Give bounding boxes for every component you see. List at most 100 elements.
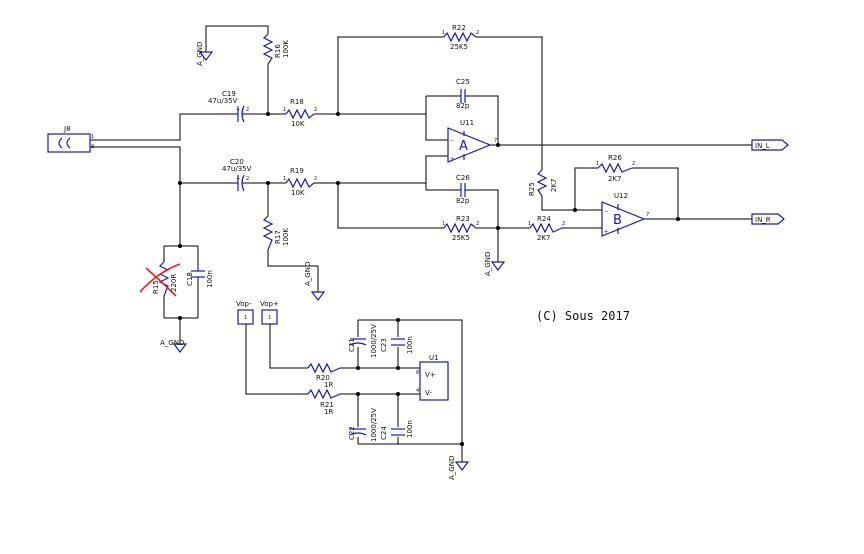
port-in-l xyxy=(751,139,789,151)
c18-label: C18 xyxy=(186,272,194,286)
u1-block xyxy=(419,361,449,401)
c23-symbol xyxy=(391,338,405,346)
r23-symbol xyxy=(443,222,477,234)
c19-label: C19 xyxy=(222,90,236,98)
r19-value: 10K xyxy=(291,189,305,197)
opamp-u11 xyxy=(447,127,492,163)
wires xyxy=(90,25,752,462)
svg-text:2: 2 xyxy=(562,221,565,227)
r23-value: 25K5 xyxy=(452,234,470,242)
agnd4-label: A_GND xyxy=(160,339,184,347)
c20-symbol xyxy=(232,174,248,192)
r20-label: R20 xyxy=(316,374,330,382)
c18-symbol xyxy=(191,268,205,282)
u12-label: U12 xyxy=(614,192,628,200)
svg-text:2: 2 xyxy=(632,161,635,167)
r23-label: R23 xyxy=(456,215,470,223)
opamp-b-label: B xyxy=(613,213,622,228)
c24-value: 100n xyxy=(406,420,414,438)
connector-j8 xyxy=(47,133,91,153)
r16-symbol xyxy=(262,33,274,65)
r24-symbol xyxy=(529,222,563,234)
c19-symbol xyxy=(232,105,248,123)
svg-text:+: + xyxy=(236,176,240,182)
svg-text:1: 1 xyxy=(283,107,286,113)
r18-value: 10K xyxy=(291,120,305,128)
r15-label: R15 xyxy=(152,280,160,294)
agnd1-label: A_GND xyxy=(196,42,204,66)
u11-label: U11 xyxy=(460,119,474,127)
connector-vop-plus xyxy=(261,309,278,325)
svg-text:1: 1 xyxy=(596,161,599,167)
r19-label: R19 xyxy=(290,167,304,175)
copyright-text: (C) Sous 2017 xyxy=(536,309,630,323)
c22-symbol xyxy=(349,428,367,436)
capacitors xyxy=(191,89,468,436)
vop-minus-label: Vop- xyxy=(236,300,252,308)
r26-label: R26 xyxy=(608,154,622,162)
svg-text:7: 7 xyxy=(646,212,649,218)
svg-text:8: 8 xyxy=(416,370,419,376)
c22-value: 1000/25V xyxy=(370,408,378,442)
c20-label: C20 xyxy=(230,158,244,166)
in-l-label: IN_L xyxy=(755,142,770,150)
svg-text:1: 1 xyxy=(442,221,445,227)
r17-label: R17 xyxy=(274,230,282,244)
r16-value: 100K xyxy=(282,40,290,58)
r18-label: R18 xyxy=(290,98,304,106)
r15-symbol xyxy=(158,261,170,297)
connector-vop-minus xyxy=(237,309,254,325)
c21-symbol xyxy=(349,338,367,346)
r22-value: 25K5 xyxy=(450,43,468,51)
junction-dots xyxy=(178,112,680,446)
r24-value: 2K7 xyxy=(537,234,551,242)
svg-text:1: 1 xyxy=(283,176,286,182)
u1-vplus-label: V+ xyxy=(425,371,436,379)
svg-text:2: 2 xyxy=(476,30,479,36)
svg-text:1: 1 xyxy=(528,221,531,227)
c21-value: 1000/25V xyxy=(370,324,378,358)
c26-label: C26 xyxy=(456,174,470,182)
r22-label: R22 xyxy=(452,24,466,32)
svg-text:−: − xyxy=(604,209,608,215)
r18-symbol xyxy=(285,108,315,120)
c26-symbol xyxy=(458,183,468,197)
svg-text:+: + xyxy=(604,229,608,235)
port-in-r xyxy=(751,213,785,225)
vop-plus-label: Vop+ xyxy=(260,300,279,308)
svg-text:4: 4 xyxy=(416,388,419,394)
ground-symbols xyxy=(172,51,506,471)
svg-text:2: 2 xyxy=(246,107,249,113)
r20-symbol xyxy=(307,362,341,374)
svg-text:9: 9 xyxy=(91,144,94,150)
svg-text:1: 1 xyxy=(91,134,94,140)
c19-value: 47u/35V xyxy=(208,97,238,105)
u1-label: U1 xyxy=(429,354,439,362)
r20-value: 1R xyxy=(324,381,333,389)
r22-symbol xyxy=(443,31,477,43)
svg-text:2: 2 xyxy=(476,221,479,227)
opamp-u12 xyxy=(601,201,646,237)
r16-label: R16 xyxy=(274,44,282,58)
r25-value: 2K7 xyxy=(550,179,558,193)
resistors xyxy=(158,31,633,400)
svg-text:1: 1 xyxy=(442,30,445,36)
in-r-label: IN_R xyxy=(755,216,771,224)
svg-text:7: 7 xyxy=(494,138,497,144)
r15-strike xyxy=(139,263,181,297)
r21-symbol xyxy=(307,388,341,400)
svg-text:+: + xyxy=(450,156,454,162)
c23-value: 100n xyxy=(406,336,414,354)
r26-symbol xyxy=(597,162,633,174)
component-labels: A_GND R16 100K R22 25K5 C25 82p C19 47u/… xyxy=(63,24,771,480)
c26-value: 82p xyxy=(456,197,470,205)
r26-value: 2K7 xyxy=(608,175,622,183)
r17-value: 100K xyxy=(282,228,290,246)
c22-label: C22 xyxy=(348,426,356,440)
agnd3-label: A_GND xyxy=(304,262,312,286)
c21-label: C21 xyxy=(348,338,356,352)
c18-value: 100n xyxy=(206,270,214,288)
c25-symbol xyxy=(458,89,468,103)
opamp-a-label: A xyxy=(459,139,468,154)
r21-label: R21 xyxy=(320,401,334,409)
